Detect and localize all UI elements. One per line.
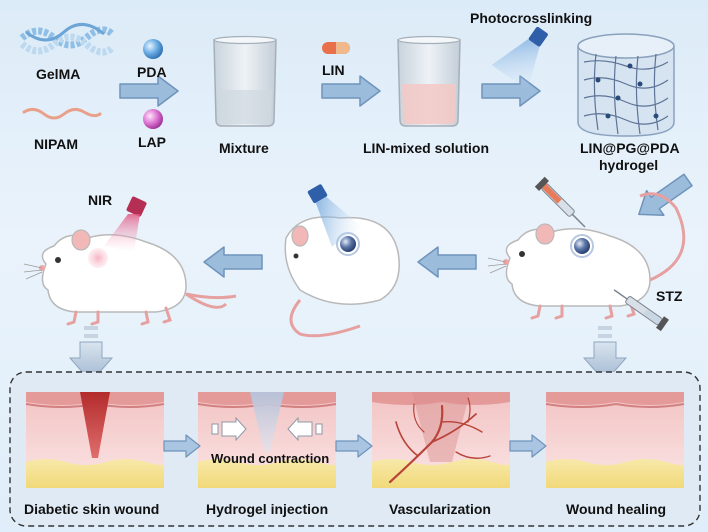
arrow-to-mixture [119, 75, 179, 107]
contraction-arrow-right-icon [211, 416, 247, 442]
skin-block-wound-healing [545, 392, 685, 488]
label-pda: PDA [137, 64, 167, 80]
label-lin: LIN [322, 62, 345, 78]
nipam-icon [22, 107, 102, 120]
pda-sphere-icon [143, 39, 163, 59]
light-pen-irradiation-icon [307, 184, 363, 247]
mouse-irradiation-icon [284, 216, 400, 338]
arrow-to-lin-solution [321, 75, 381, 107]
lap-sphere-icon [143, 109, 163, 129]
arrow-to-nir [203, 246, 263, 278]
lin-solution-beaker-icon [397, 35, 461, 127]
mixture-beaker-icon [213, 35, 277, 127]
arrow-to-irradiation [417, 246, 477, 278]
skin-block-vascularization [372, 392, 511, 488]
label-hydrogel-injection: Hydrogel injection [206, 501, 329, 517]
lin-capsule-icon [322, 42, 350, 54]
skin-block-hydrogel-injection [197, 392, 337, 488]
hydrogel-network-icon [577, 33, 675, 137]
stz-syringe-icon [613, 289, 669, 332]
label-gelma: GelMA [36, 66, 81, 82]
syringe-icon [534, 176, 586, 228]
blood-vessels-icon [388, 397, 491, 484]
arrow-to-injection [638, 173, 693, 216]
mouse-injection-icon [486, 192, 686, 320]
down-arrow-left [68, 326, 114, 383]
label-vascularization: Vascularization [389, 501, 491, 517]
label-stz: STZ [656, 288, 683, 304]
label-wound-contraction: Wound contraction [211, 451, 330, 466]
label-diabetic-skin-wound: Diabetic skin wound [24, 501, 160, 517]
light-pen-icon [491, 26, 548, 91]
label-mixture: Mixture [219, 140, 269, 156]
skin-block-diabetic-wound [25, 392, 165, 488]
label-wound-healing: Wound healing [566, 501, 667, 517]
nir-light-pen-icon [104, 196, 147, 252]
label-photocrosslinking: Photocrosslinking [470, 10, 593, 26]
down-arrow-right [582, 326, 628, 383]
arrow-to-hydrogel [481, 75, 541, 107]
label-lap: LAP [138, 134, 166, 150]
label-lin-mixed-solution: LIN-mixed solution [363, 140, 489, 156]
contraction-arrow-left-icon [287, 416, 323, 442]
label-hydrogel-line2: hydrogel [599, 157, 659, 173]
mouse-nir-icon [22, 228, 228, 326]
label-nir: NIR [88, 192, 113, 208]
label-nipam: NIPAM [34, 136, 79, 152]
gelma-icon [19, 23, 115, 56]
label-hydrogel-line1: LIN@PG@PDA [580, 140, 680, 156]
